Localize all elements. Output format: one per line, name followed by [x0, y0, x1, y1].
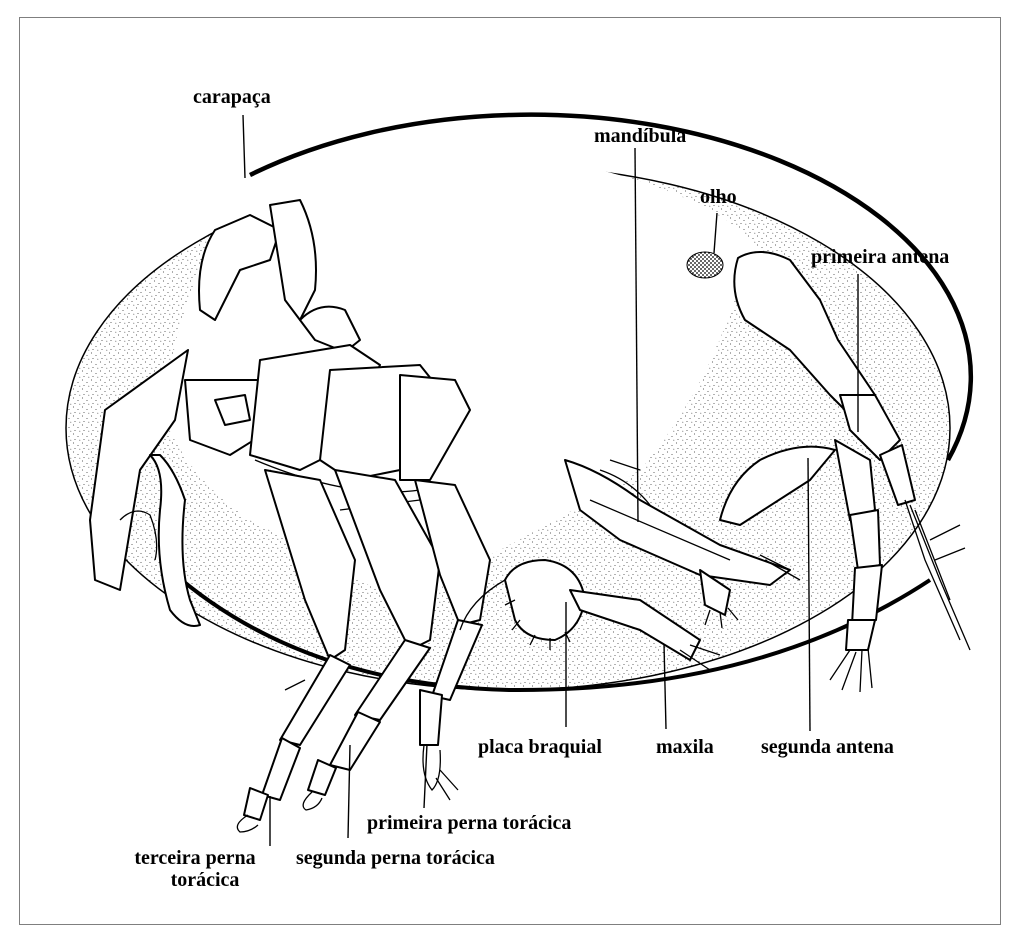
label-first-thoracic-leg: primeira perna torácica	[367, 812, 571, 834]
label-second-antenna: segunda antena	[761, 736, 894, 758]
label-branchial-plate: placa braquial	[478, 736, 602, 758]
label-third-thoracic-leg: terceira perna torácica	[114, 847, 276, 891]
eye	[687, 252, 723, 278]
label-maxilla: maxila	[656, 736, 714, 758]
label-first-antenna: primeira antena	[811, 246, 949, 268]
label-carapace: carapaça	[193, 86, 271, 108]
label-third-leg-line2: torácica	[114, 869, 276, 891]
label-third-leg-line1: terceira perna	[114, 847, 276, 869]
label-mandible: mandíbula	[594, 125, 686, 147]
label-eye: olho	[700, 186, 737, 208]
label-second-thoracic-leg: segunda perna torácica	[296, 847, 495, 869]
